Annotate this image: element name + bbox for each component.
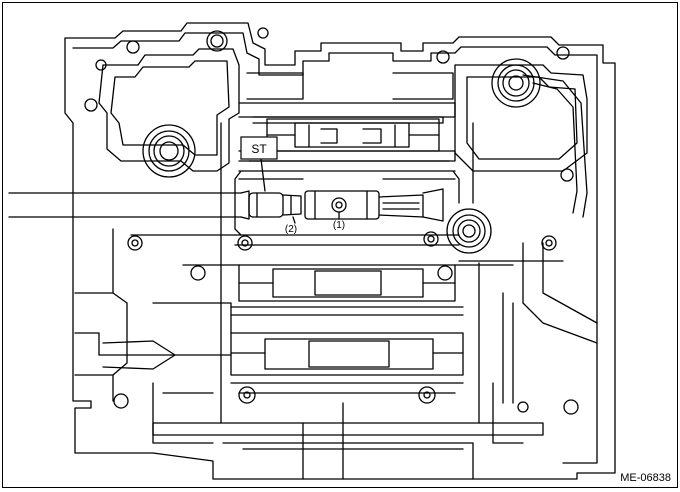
upper-journal — [266, 118, 440, 152]
socket-wrench-tool — [8, 190, 302, 220]
block-outline — [64, 22, 616, 480]
callout-1-label: (1) — [333, 220, 345, 231]
lower-journal-2 — [98, 332, 464, 376]
bolt-boss-top-left — [142, 124, 196, 178]
st-label: ST — [251, 142, 267, 156]
oil-passage-right — [522, 74, 588, 218]
water-jacket-right — [454, 64, 588, 172]
bolt-boss-right-middle — [446, 208, 492, 254]
lower-journal-1 — [182, 264, 514, 302]
oil-pan-rail — [152, 422, 544, 436]
st-leader-line — [260, 158, 266, 192]
block-inner-outline — [72, 32, 598, 464]
callout-2-leader — [292, 216, 296, 224]
callout-2-label: (2) — [285, 224, 297, 235]
engine-block-drawing: ST (2) (1) ME-06838 — [8, 22, 671, 484]
water-jacket-left — [98, 48, 240, 172]
figure-id-label: ME-06838 — [620, 472, 671, 484]
crank-pulley-bolt — [304, 188, 444, 222]
st-label-box — [240, 136, 278, 160]
